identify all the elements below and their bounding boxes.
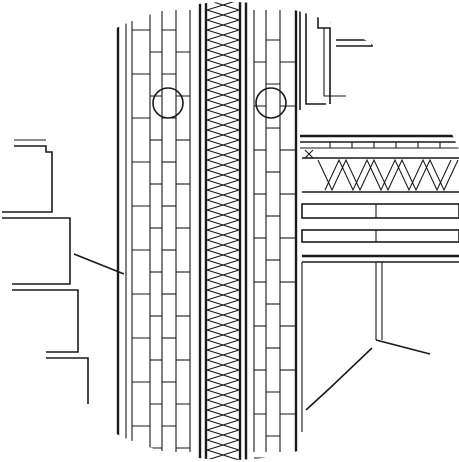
insulation-wave xyxy=(324,158,452,192)
wall-ties xyxy=(152,87,287,119)
exterior-cladding-steps xyxy=(2,139,125,404)
floor-assembly-with-insulation xyxy=(300,134,459,243)
masonry-outer-leaf xyxy=(116,2,202,460)
masonry-inner-leaf xyxy=(244,2,298,460)
ceiling-joist xyxy=(301,254,459,432)
insulation-wave xyxy=(317,158,459,192)
window-frame xyxy=(299,2,373,110)
wall-tie-left xyxy=(152,87,184,119)
insulation-wave xyxy=(205,2,241,460)
insulation-wave xyxy=(205,2,241,460)
cavity-insulation xyxy=(204,2,242,460)
wall-tie-right xyxy=(255,87,287,119)
